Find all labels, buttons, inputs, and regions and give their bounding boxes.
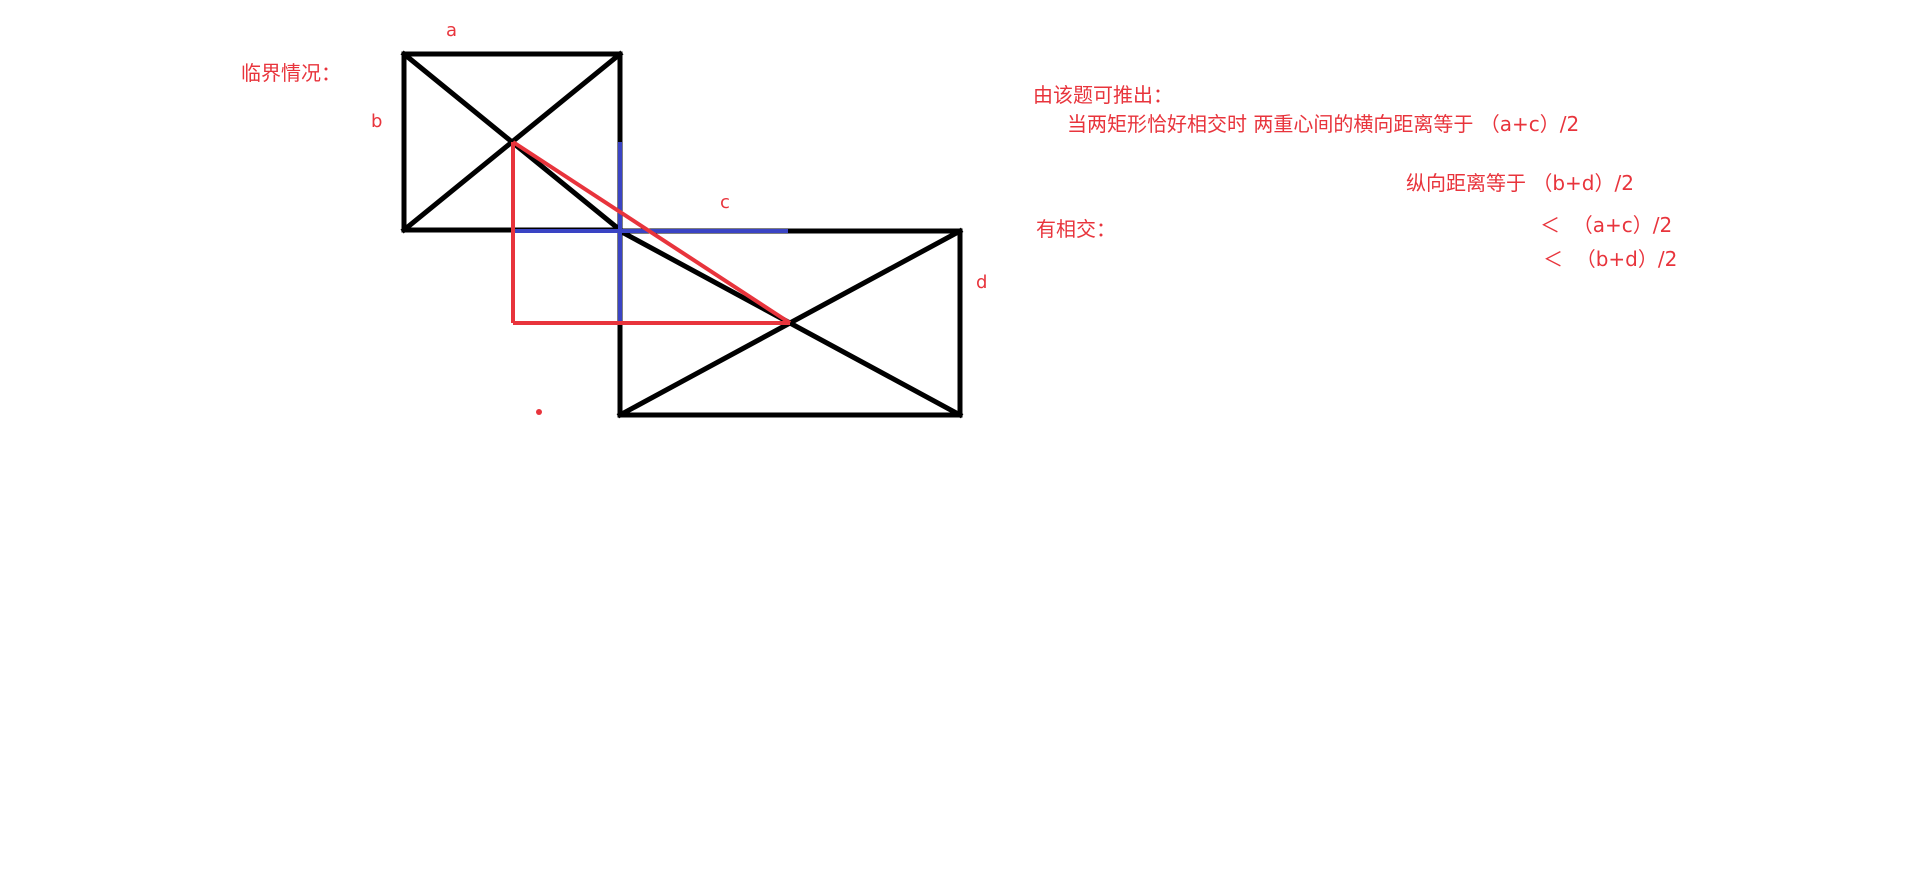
edge-label-b: b bbox=[371, 111, 383, 132]
notes-intro: 由该题可推出： bbox=[1033, 83, 1173, 107]
notes-condition-horizontal: ＜ （a+c）/2 bbox=[1540, 213, 1673, 237]
edge-label-c: c bbox=[720, 192, 730, 213]
red-center-triangle bbox=[511, 140, 792, 325]
edge-label-a: a bbox=[446, 20, 458, 41]
edge-label-d: d bbox=[976, 272, 988, 293]
critical-case-heading: 临界情况： bbox=[241, 61, 341, 85]
red-hypotenuse bbox=[511, 140, 792, 325]
notes-intersect-label: 有相交： bbox=[1036, 217, 1116, 241]
notes-line-horizontal: 当两矩形恰好相交时 两重心间的横向距离等于 （a+c）/2 bbox=[1067, 112, 1580, 136]
notes-line-vertical: 纵向距离等于 （b+d）/2 bbox=[1406, 171, 1634, 195]
notes-condition-vertical: ＜ （b+d）/2 bbox=[1543, 247, 1678, 271]
red-dot bbox=[536, 409, 542, 415]
